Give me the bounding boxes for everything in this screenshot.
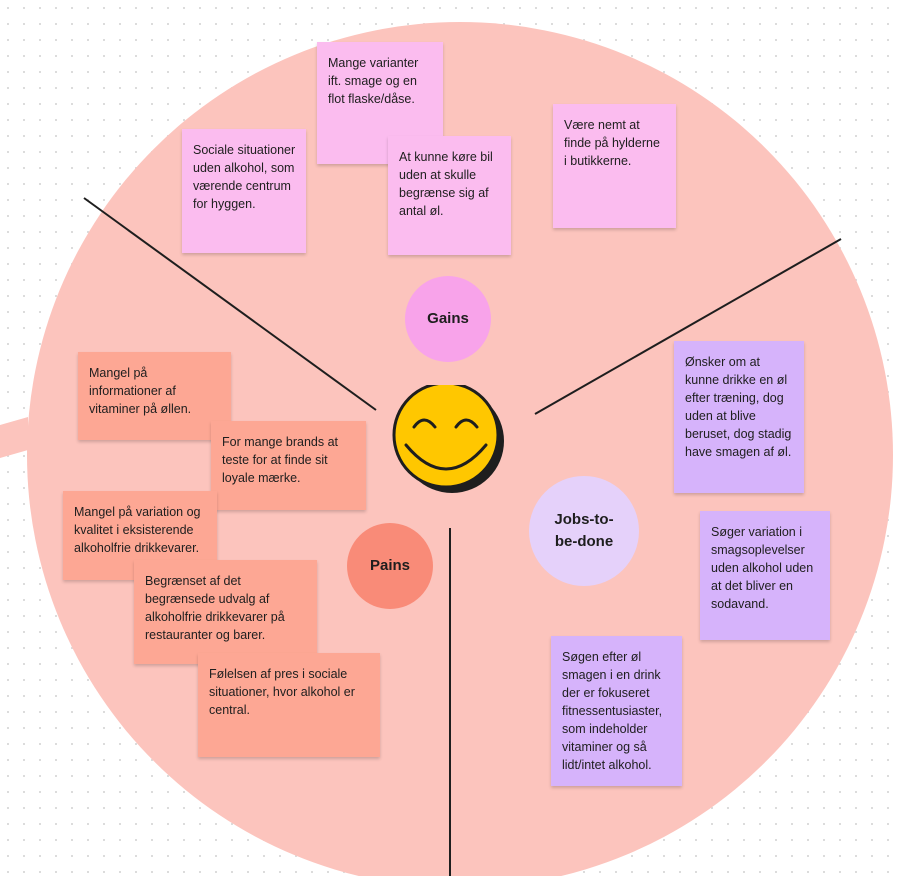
- gains-note-social[interactable]: Sociale situationer uden alkohol, som væ…: [182, 129, 306, 253]
- pains-note-brands[interactable]: For mange brands at teste for at finde s…: [211, 421, 366, 510]
- smiley-face-icon: [392, 385, 504, 493]
- pains-note-selection[interactable]: Begrænset af det begrænsede udvalg af al…: [134, 560, 317, 664]
- jobs-note-training[interactable]: Ønsker om at kunne drikke en øl efter tr…: [674, 341, 804, 493]
- pains-note-pressure[interactable]: Følelsen af pres i sociale situationer, …: [198, 653, 380, 757]
- left-edge-handle[interactable]: [0, 417, 28, 458]
- jobs-label: Jobs-to-be-done: [529, 476, 639, 586]
- gains-label: Gains: [405, 276, 491, 362]
- gains-note-driving[interactable]: At kunne køre bil uden at skulle begræns…: [388, 136, 511, 255]
- pains-label: Pains: [347, 523, 433, 609]
- jobs-note-taste[interactable]: Søger variation i smagsoplevelser uden a…: [700, 511, 830, 640]
- jobs-note-fitness[interactable]: Søgen efter øl smagen i en drink der er …: [551, 636, 682, 786]
- pains-note-vitamins[interactable]: Mangel på informationer af vitaminer på …: [78, 352, 231, 440]
- divider-left: [83, 197, 377, 411]
- gains-note-shelves[interactable]: Være nemt at finde på hylderne i butikke…: [553, 104, 676, 228]
- divider-right: [534, 238, 842, 415]
